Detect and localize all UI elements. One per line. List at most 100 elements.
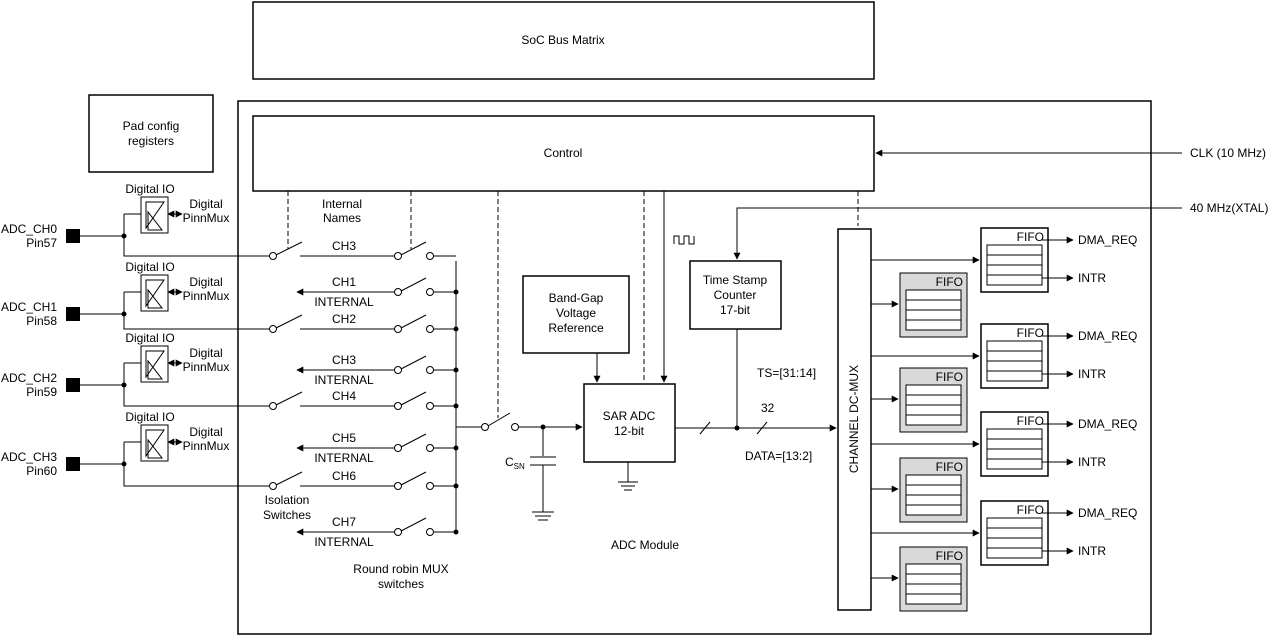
pin-pad-icon bbox=[66, 307, 80, 321]
channel-pin-label: Pin57 bbox=[26, 236, 57, 250]
fifo-label: FIFO bbox=[1017, 326, 1044, 340]
sar-adc-box bbox=[583, 383, 676, 463]
sample-switch-node-1 bbox=[481, 423, 489, 431]
mux-switch-node bbox=[394, 366, 402, 374]
mux-switch-node bbox=[426, 528, 434, 536]
fifo-slot bbox=[986, 517, 1043, 529]
isolation-switch-blade bbox=[275, 314, 303, 329]
sample-switch-blade bbox=[487, 412, 511, 427]
control-box bbox=[252, 115, 875, 192]
digital-io-label: Digital IO bbox=[125, 331, 174, 345]
isolation-switch-node bbox=[269, 325, 277, 333]
internal-label: INTERNAL bbox=[314, 373, 374, 387]
mux-switch-blade bbox=[400, 314, 427, 329]
sample-switch-node-2 bbox=[511, 423, 519, 431]
isolation-switch-blade bbox=[275, 241, 303, 256]
soc-bus-matrix-box bbox=[252, 1, 875, 80]
fifo-slot bbox=[905, 394, 962, 406]
channel-switch-label: CH5 bbox=[332, 431, 356, 445]
csn-label: CSN bbox=[505, 455, 525, 471]
channel-name-label: ADC_CH3 bbox=[1, 450, 57, 464]
fifo-slot bbox=[986, 244, 1043, 256]
isolation-label-1: Isolation bbox=[265, 493, 310, 507]
pinmux-label-1: Digital bbox=[189, 197, 222, 211]
mux-switch-blade bbox=[400, 433, 427, 448]
channel-dcmux-label: CHANNEL DC-MUX bbox=[847, 365, 861, 473]
bus-junction bbox=[453, 289, 459, 295]
intr-label: INTR bbox=[1078, 367, 1106, 381]
channel-to-switch-wire bbox=[123, 385, 270, 407]
fifo-slot bbox=[905, 593, 962, 605]
switch-row-2: CH2 bbox=[269, 312, 459, 333]
fifo-slot bbox=[986, 254, 1043, 266]
mux-switch-blade bbox=[400, 277, 427, 292]
isolation-label-2: Switches bbox=[263, 508, 311, 522]
buffer-triangle-icon bbox=[145, 279, 165, 308]
mux-switch-node bbox=[394, 402, 402, 410]
intr-label: INTR bbox=[1078, 271, 1106, 285]
pin-pad-icon bbox=[66, 229, 80, 243]
bus-slash-1 bbox=[699, 421, 711, 435]
fifo-slot bbox=[986, 350, 1043, 362]
fifo-slot bbox=[905, 573, 962, 585]
pinmux-label-2: PinnMux bbox=[183, 439, 230, 453]
mux-switch-node bbox=[394, 482, 402, 490]
channel-pin-label: Pin60 bbox=[26, 464, 57, 478]
buffer-triangle-icon bbox=[147, 210, 164, 231]
mux-switch-node bbox=[426, 482, 434, 490]
fifo-slot bbox=[986, 438, 1043, 450]
pinmux-label-1: Digital bbox=[189, 275, 222, 289]
mux-switch-node bbox=[394, 528, 402, 536]
mux-switch-blade bbox=[400, 241, 427, 256]
mux-switch-node bbox=[426, 444, 434, 452]
fifo-slot bbox=[905, 404, 962, 416]
buffer-triangle-icon bbox=[147, 288, 164, 309]
ts-bits-label: TS=[31:14] bbox=[757, 366, 816, 380]
fifo-slot bbox=[986, 448, 1043, 460]
roundrobin-label-2: switches bbox=[378, 577, 424, 591]
fifo-slot bbox=[905, 494, 962, 506]
fifo-slot bbox=[986, 340, 1043, 352]
pad-config-label-2: registers bbox=[128, 134, 174, 148]
digital-io-label: Digital IO bbox=[125, 260, 174, 274]
fifo-label: FIFO bbox=[1017, 414, 1044, 428]
fifo-slot bbox=[986, 537, 1043, 549]
mux-switches-group: CH3INTERNALCH1CH2INTERNALCH3CH4INTERNALC… bbox=[269, 239, 459, 549]
buffer-triangle-icon bbox=[145, 350, 165, 379]
adc-module-label: ADC Module bbox=[611, 538, 679, 552]
fifo-slot bbox=[905, 384, 962, 396]
mux-switch-node bbox=[394, 325, 402, 333]
bus-junction bbox=[734, 425, 740, 431]
internal-label: INTERNAL bbox=[314, 451, 374, 465]
pinmux-label-1: Digital bbox=[189, 425, 222, 439]
dma-req-label: DMA_REQ bbox=[1078, 506, 1137, 520]
channel-to-switch-wire bbox=[123, 314, 270, 330]
digital-io-label: Digital IO bbox=[125, 410, 174, 424]
channel-switch-label: CH3 bbox=[332, 239, 356, 253]
digital-io-label: Digital IO bbox=[125, 182, 174, 196]
mux-switch-node bbox=[426, 402, 434, 410]
intr-label: INTR bbox=[1078, 455, 1106, 469]
fifo-slot bbox=[986, 527, 1043, 539]
timestamp-label-3: 17-bit bbox=[720, 303, 751, 317]
pad-config-box bbox=[88, 94, 214, 173]
data-bits-label: DATA=[13:2] bbox=[745, 449, 812, 463]
timestamp-label-1: Time Stamp bbox=[703, 273, 768, 287]
switch-row-5: INTERNAL CH5 bbox=[296, 431, 459, 465]
fifo-slot bbox=[986, 370, 1043, 382]
fifo-slot bbox=[986, 264, 1043, 276]
buffer-triangle-icon bbox=[145, 201, 165, 230]
fifo-slot bbox=[986, 428, 1043, 440]
timestamp-counter-box bbox=[689, 260, 782, 330]
